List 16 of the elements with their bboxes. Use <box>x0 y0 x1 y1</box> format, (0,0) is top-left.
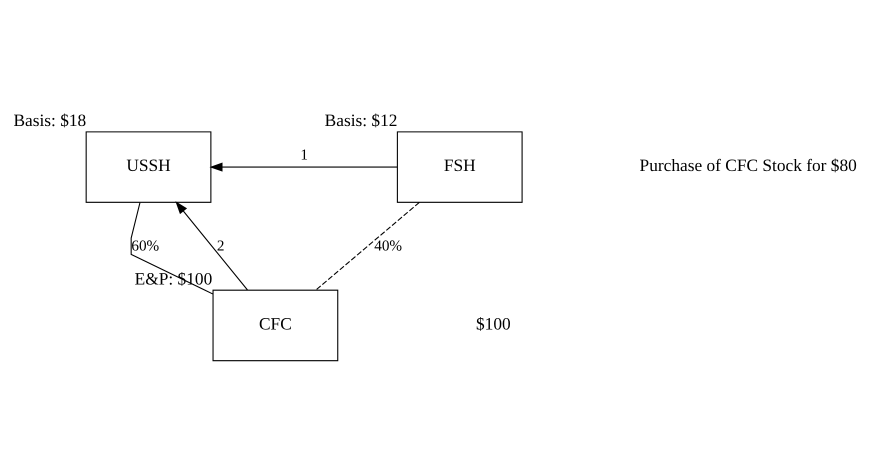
edge-label: 40% <box>374 236 402 254</box>
node-label: E&P: $100 <box>134 269 212 288</box>
edge-label: 2 <box>216 236 224 254</box>
node-label: Basis: $12 <box>324 110 397 130</box>
connector <box>314 202 420 290</box>
arrow <box>174 200 248 290</box>
arrow <box>208 162 397 172</box>
node-box: USSH <box>85 130 211 202</box>
label: $100 <box>476 314 510 334</box>
connector <box>130 202 213 294</box>
edge-label: 60% <box>130 236 159 254</box>
node-box: FSH <box>396 130 522 202</box>
node-label: Basis: $18 <box>12 110 86 130</box>
label: Purchase of CFC Stock for $80 <box>639 156 856 175</box>
edge-label: 1 <box>300 146 308 164</box>
node-box: CFC <box>212 289 338 361</box>
